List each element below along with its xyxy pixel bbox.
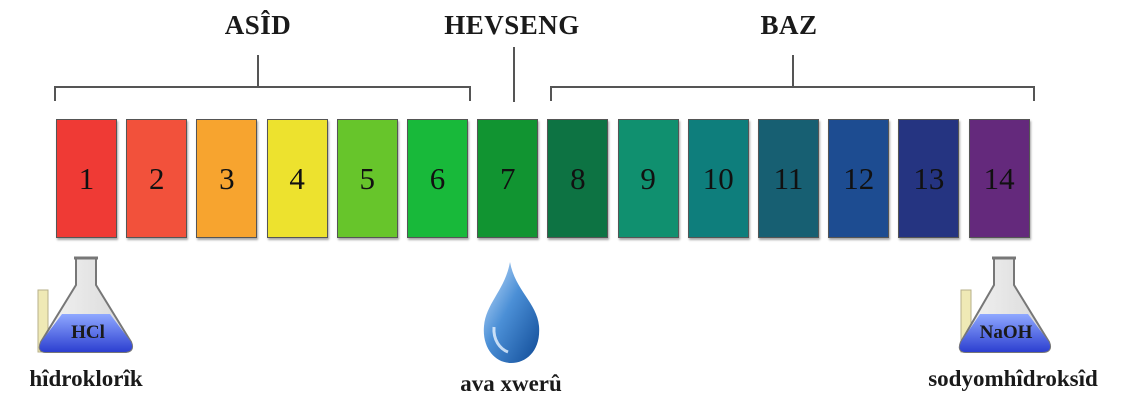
ph-swatch-10: 10 [687,119,749,238]
ph-value-label: 9 [640,160,656,196]
ph-value-label: 11 [773,160,804,196]
base-label: BAZ [760,10,818,40]
acid-bracket [54,55,471,101]
ph-value-label: 4 [289,160,305,196]
acid-label: ASÎD [224,10,292,40]
neutral-label: HEVSENG [444,10,580,40]
ph-swatch-2: 2 [126,119,188,238]
ph-swatch-6: 6 [407,119,468,238]
ph-value-label: 2 [148,160,165,196]
ph-swatch-8: 8 [547,119,609,238]
ph-swatch-11: 11 [758,119,819,238]
ph-swatch-3: 3 [196,119,258,238]
ph-swatch-12: 12 [828,119,890,238]
ph-value-label: 8 [570,160,586,196]
ph-value-label: 14 [983,160,1015,196]
base-flask-icon [958,256,1052,353]
ph-value-label: 5 [359,160,376,196]
water-drop-icon [483,262,540,363]
ph-swatch-9: 9 [617,119,679,238]
acid-flask-text: HCl [71,322,105,343]
ph-swatch-13: 13 [898,119,960,238]
ph-value-label: 12 [843,160,875,196]
base-flask-text: NaOH [979,322,1033,343]
ph-value-label: 3 [219,160,235,196]
base-bracket [550,55,1035,101]
ph-swatch-7: 7 [477,119,539,238]
ph-value-label: 1 [78,160,95,196]
ph-value-label: 13 [913,160,945,196]
ph-swatch-4: 4 [266,119,328,238]
water-example-name: ava xwerû [460,371,562,396]
ph-value-label: 6 [429,160,446,196]
base-example-name: sodyomhîdroksîd [928,366,1098,391]
ph-swatch-5: 5 [336,119,398,238]
ph-value-label: 7 [499,160,516,196]
ph-swatch-1: 1 [56,119,117,238]
acid-flask-icon [37,256,134,353]
ph-swatch-14: 14 [968,119,1030,238]
ph-value-label: 10 [702,160,734,196]
acid-example-name: hîdroklorîk [29,366,143,391]
